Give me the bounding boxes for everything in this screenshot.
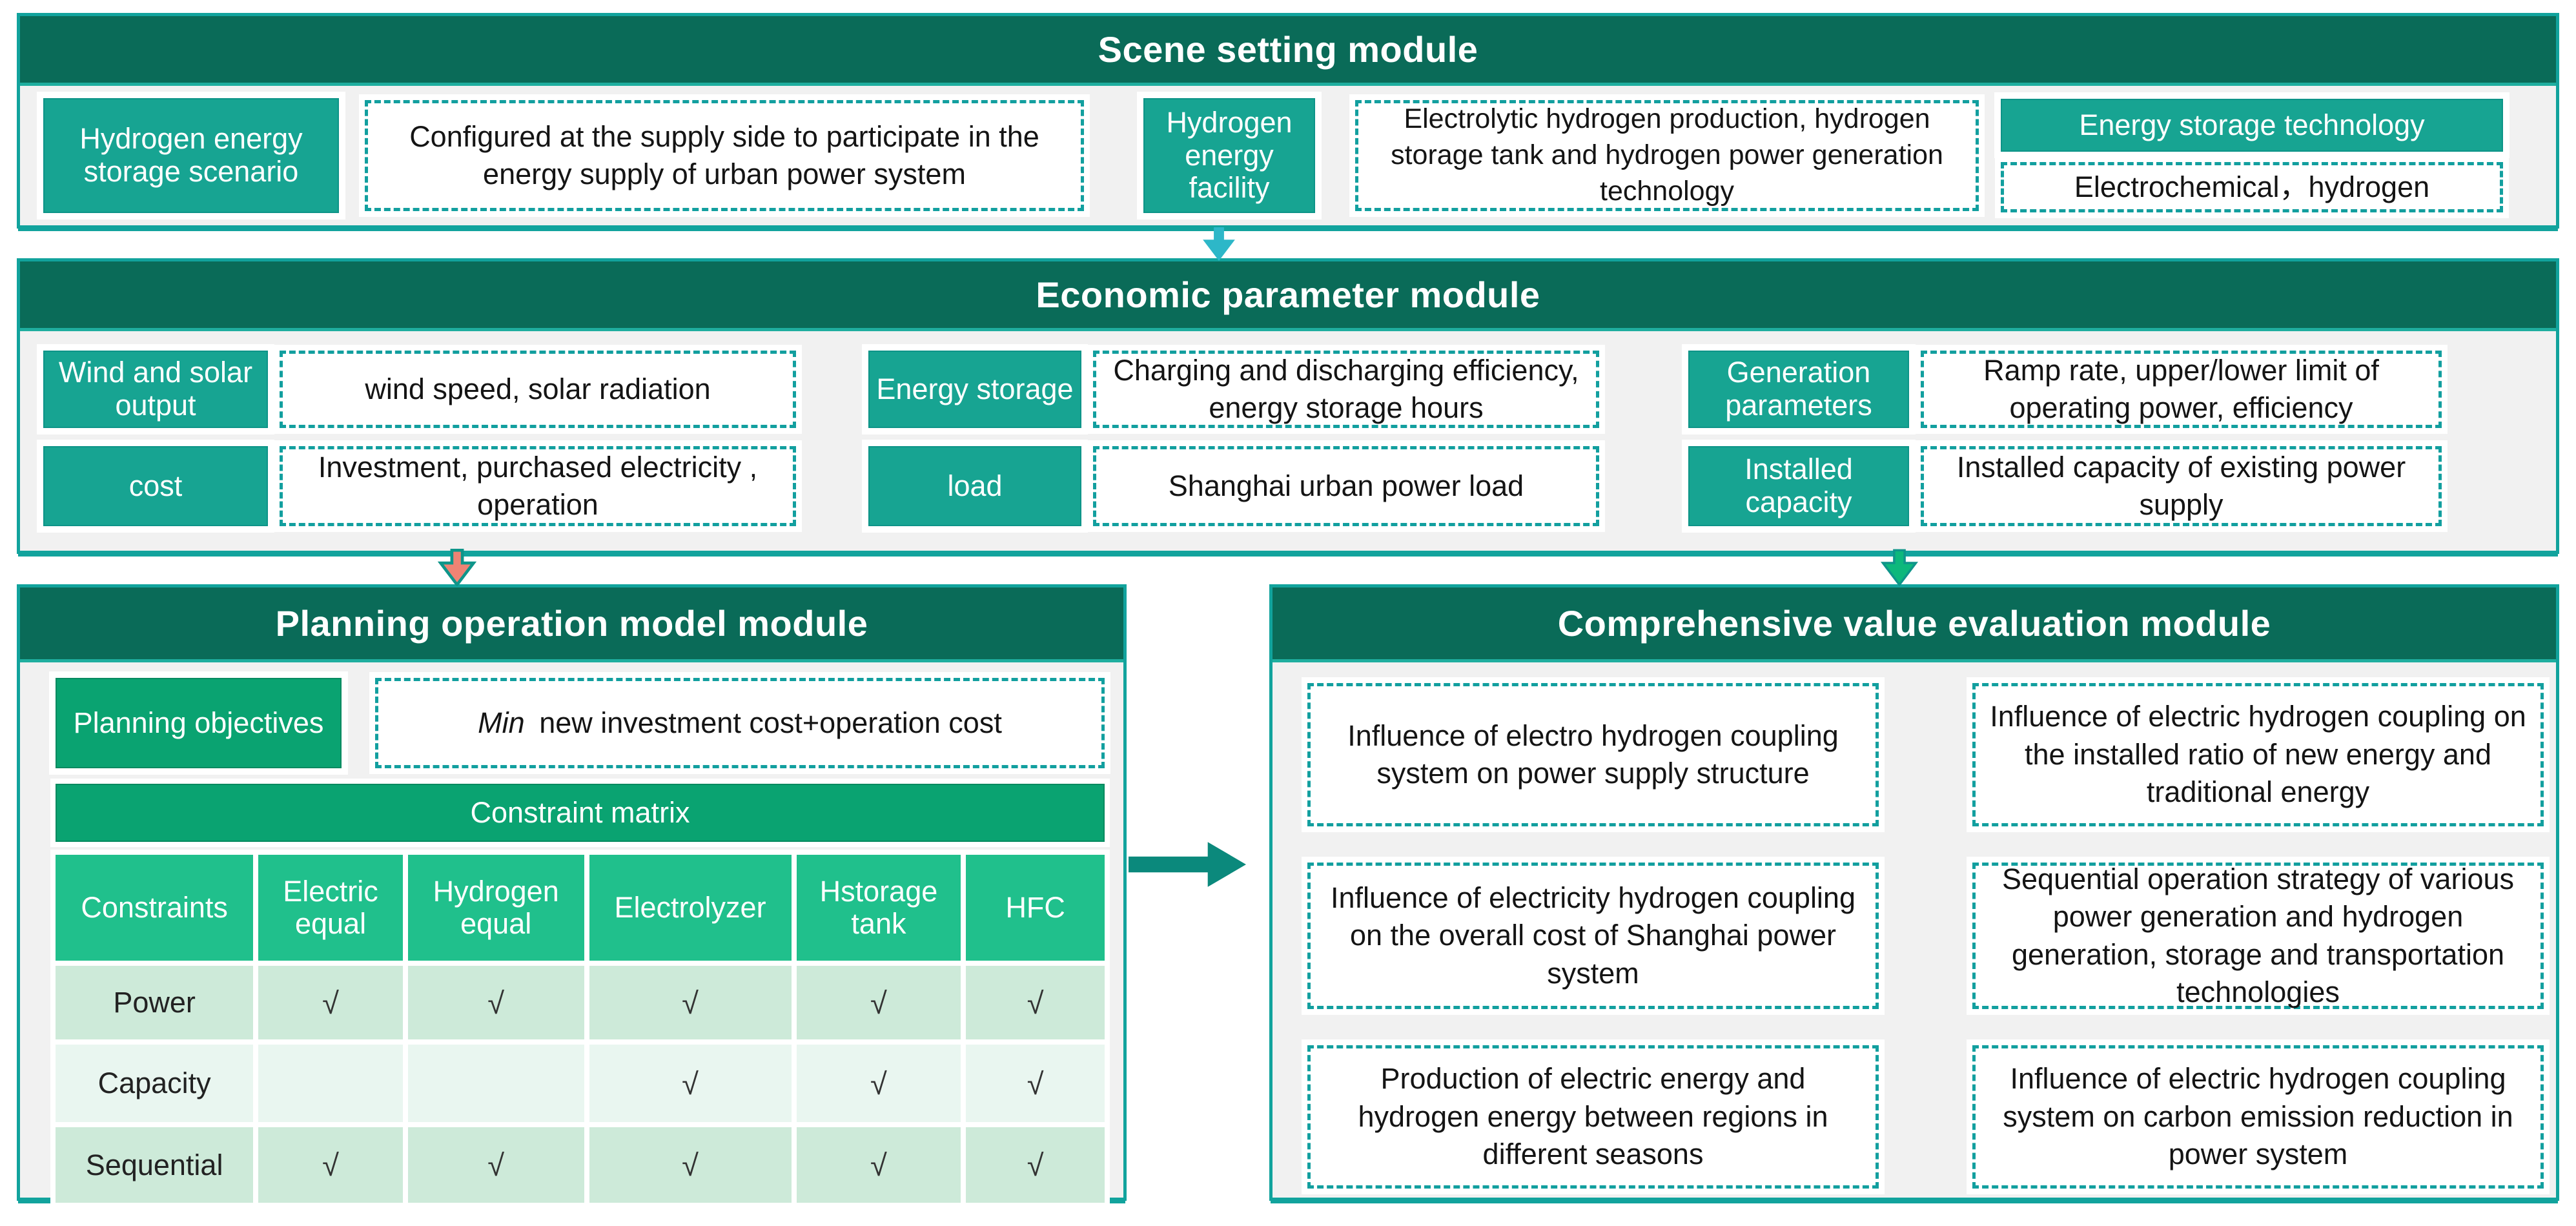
economic-row-1: Wind and solar output wind speed, solar …: [43, 351, 2556, 428]
cell-capacity-hydrogen-equal: [407, 1045, 584, 1122]
planning-module-header: Planning operation model module: [20, 587, 1123, 662]
cell-power-hstorage-tank: √: [796, 966, 961, 1039]
label-load: load: [868, 446, 1081, 526]
label-energy-storage: Energy storage: [868, 351, 1081, 428]
cell-capacity-hfc: √: [966, 1045, 1105, 1122]
economic-parameter-module: Economic parameter module Wind and solar…: [17, 258, 2559, 554]
evaluation-box-sequential-operation: Sequential operation strategy of various…: [1972, 863, 2544, 1009]
evaluation-module-body: Influence of electro hydrogen coupling s…: [1273, 662, 2556, 1189]
desc-hydrogen-energy-facility: Electrolytic hydrogen production, hydrog…: [1355, 100, 1979, 211]
cell-capacity-electric-equal: [258, 1045, 403, 1122]
desc-generation-parameters: Ramp rate, upper/lower limit of operatin…: [1921, 351, 2442, 428]
cell-sequential-hfc: √: [966, 1127, 1105, 1203]
row-label-power: Power: [56, 966, 254, 1039]
label-hydrogen-energy-storage-scenario: Hydrogen energy storage scenario: [43, 98, 339, 213]
scene-module-body: Hydrogen energy storage scenario Configu…: [20, 86, 2556, 225]
label-cost: cost: [43, 446, 268, 526]
column-header-hstorage-tank: Hstorage tank: [796, 855, 961, 961]
constraint-matrix-bar: Constraint matrix: [56, 784, 1105, 842]
cell-power-electric-equal: √: [258, 966, 403, 1039]
cell-sequential-electrolyzer: √: [589, 1127, 792, 1203]
constraint-table: Constraints Electric equal Hydrogen equa…: [56, 855, 1105, 1203]
cell-sequential-hydrogen-equal: √: [407, 1127, 584, 1203]
planning-module-body: Planning objectives Min new investment c…: [20, 662, 1123, 1203]
down-arrow-cyan-icon: [1203, 227, 1235, 261]
cell-sequential-electric-equal: √: [258, 1127, 403, 1203]
desc-load: Shanghai urban power load: [1093, 446, 1599, 526]
desc-wind-and-solar-output: wind speed, solar radiation: [280, 351, 796, 428]
label-hydrogen-energy-facility: Hydrogen energy facility: [1143, 98, 1315, 213]
comprehensive-value-evaluation-module: Comprehensive value evaluation module In…: [1269, 584, 2559, 1201]
planning-module-title: Planning operation model module: [275, 603, 868, 644]
column-header-electric-equal: Electric equal: [258, 855, 403, 961]
row-label-sequential: Sequential: [56, 1127, 254, 1203]
objective-formula-rest: new investment cost+operation cost: [531, 706, 1002, 739]
desc-cost: Investment, purchased electricity , oper…: [280, 446, 796, 526]
planning-operation-model-module: Planning operation model module Planning…: [17, 584, 1127, 1203]
energy-storage-technology-group: Energy storage technology Electrochemica…: [2001, 98, 2503, 213]
down-arrow-salmon-icon: [438, 549, 476, 586]
down-arrow-green-icon: [1880, 549, 1919, 586]
label-generation-parameters: Generation parameters: [1688, 351, 1909, 428]
label-wind-and-solar-output: Wind and solar output: [43, 351, 268, 428]
evaluation-module-title: Comprehensive value evaluation module: [1557, 603, 2271, 644]
economic-module-header: Economic parameter module: [20, 261, 2556, 331]
objective-formula: Min new investment cost+operation cost: [478, 704, 1002, 742]
scene-setting-module: Scene setting module Hydrogen energy sto…: [17, 13, 2559, 229]
right-arrow-teal-icon: [1129, 842, 1246, 887]
objective-min-keyword: Min: [478, 706, 525, 739]
economic-module-title: Economic parameter module: [1036, 274, 1540, 315]
desc-energy-storage-technology: Electrochemical，hydrogen: [2001, 162, 2503, 212]
evaluation-box-power-supply-structure: Influence of electro hydrogen coupling s…: [1307, 683, 1879, 826]
column-header-constraints: Constraints: [56, 855, 254, 961]
cell-power-hydrogen-equal: √: [407, 966, 584, 1039]
scene-module-header: Scene setting module: [20, 16, 2556, 86]
evaluation-box-regional-production: Production of electric energy and hydrog…: [1307, 1045, 1879, 1189]
evaluation-module-header: Comprehensive value evaluation module: [1273, 587, 2556, 662]
desc-energy-storage: Charging and discharging efficiency, ene…: [1093, 351, 1599, 428]
label-planning-objectives: Planning objectives: [56, 678, 342, 768]
planning-objectives-row: Planning objectives Min new investment c…: [56, 678, 1123, 768]
row-label-capacity: Capacity: [56, 1045, 254, 1122]
column-header-electrolyzer: Electrolyzer: [589, 855, 792, 961]
cell-capacity-electrolyzer: √: [589, 1045, 792, 1122]
column-header-hfc: HFC: [966, 855, 1105, 961]
label-energy-storage-technology: Energy storage technology: [2001, 99, 2503, 152]
evaluation-box-overall-cost: Influence of electricity hydrogen coupli…: [1307, 863, 1879, 1009]
evaluation-box-installed-ratio: Influence of electric hydrogen coupling …: [1972, 683, 2544, 826]
cell-capacity-hstorage-tank: √: [796, 1045, 961, 1122]
cell-power-hfc: √: [966, 966, 1105, 1039]
economic-row-2: cost Investment, purchased electricity ,…: [43, 446, 2556, 526]
desc-installed-capacity: Installed capacity of existing power sup…: [1921, 446, 2442, 526]
label-installed-capacity: Installed capacity: [1688, 446, 1909, 526]
cell-power-electrolyzer: √: [589, 966, 792, 1039]
scene-module-title: Scene setting module: [1098, 29, 1478, 70]
desc-hydrogen-energy-storage-scenario: Configured at the supply side to partici…: [365, 100, 1084, 211]
evaluation-box-carbon-emission-reduction: Influence of electric hydrogen coupling …: [1972, 1045, 2544, 1189]
cell-sequential-hstorage-tank: √: [796, 1127, 961, 1203]
constraint-matrix-title: Constraint matrix: [470, 796, 690, 829]
economic-module-body: Wind and solar output wind speed, solar …: [20, 331, 2556, 526]
column-header-hydrogen-equal: Hydrogen equal: [407, 855, 584, 961]
desc-planning-objective: Min new investment cost+operation cost: [375, 678, 1105, 768]
